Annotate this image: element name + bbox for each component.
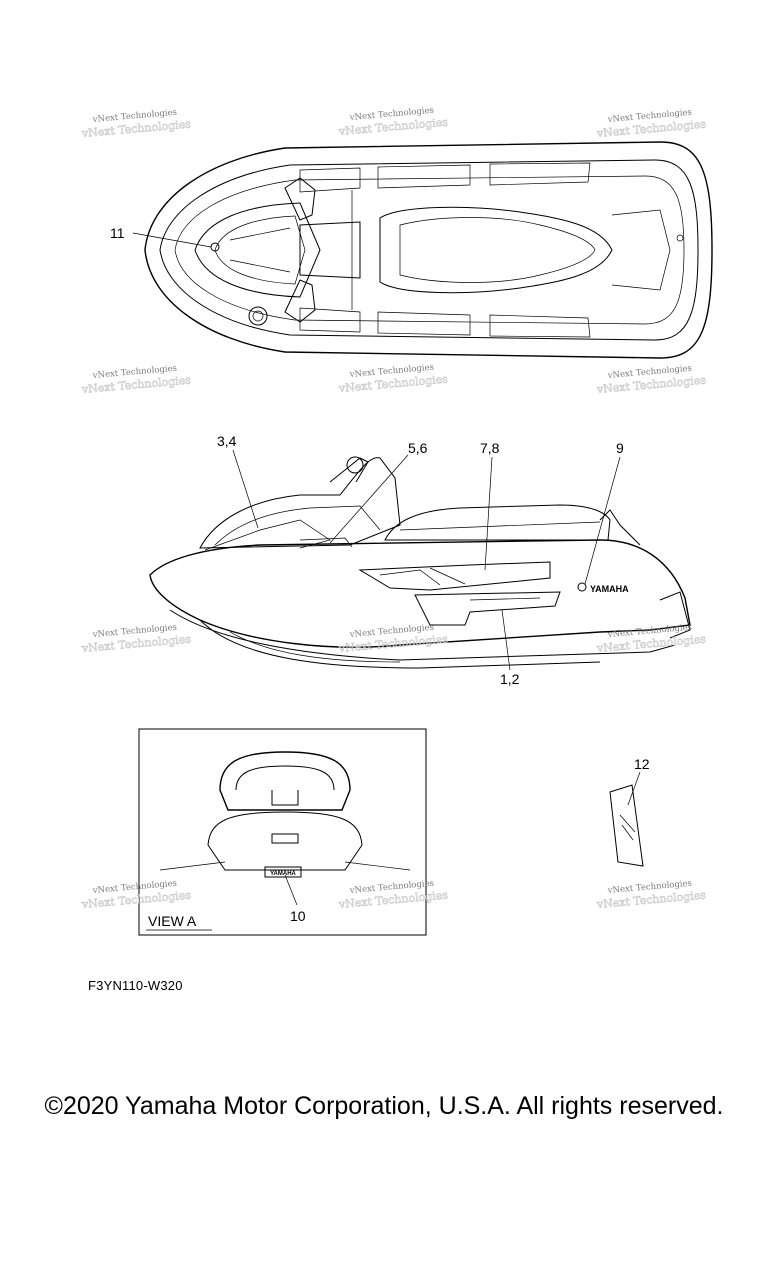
callout-10: 10 [290, 908, 306, 924]
callout-5-6: 5,6 [408, 440, 428, 456]
part-code: F3YN110-W320 [88, 978, 183, 993]
stern-plate-decal: YAMAHA [270, 871, 296, 877]
copyright-notice: ©2020 Yamaha Motor Corporation, U.S.A. A… [44, 1092, 724, 1120]
watermarks: vNext Technologies vNext Technologies vN… [80, 106, 707, 912]
top-view-watercraft [144, 141, 713, 359]
leader-lines [132, 232, 641, 906]
view-a-stern: YAMAHA [159, 751, 411, 878]
callout-7-8: 7,8 [480, 440, 500, 456]
callout-11: 11 [110, 225, 125, 241]
callout-9: 9 [616, 440, 624, 456]
callout-3-4: 3,4 [217, 433, 237, 449]
view-a-frame [138, 728, 427, 936]
side-view-watercraft: YAMAHA [149, 456, 691, 669]
view-a-label: VIEW A [148, 913, 197, 929]
callout-12: 12 [634, 756, 650, 772]
callout-1-2: 1,2 [500, 671, 520, 687]
hull-brand-decal: YAMAHA [590, 584, 629, 594]
sheet-part-12 [609, 784, 644, 867]
